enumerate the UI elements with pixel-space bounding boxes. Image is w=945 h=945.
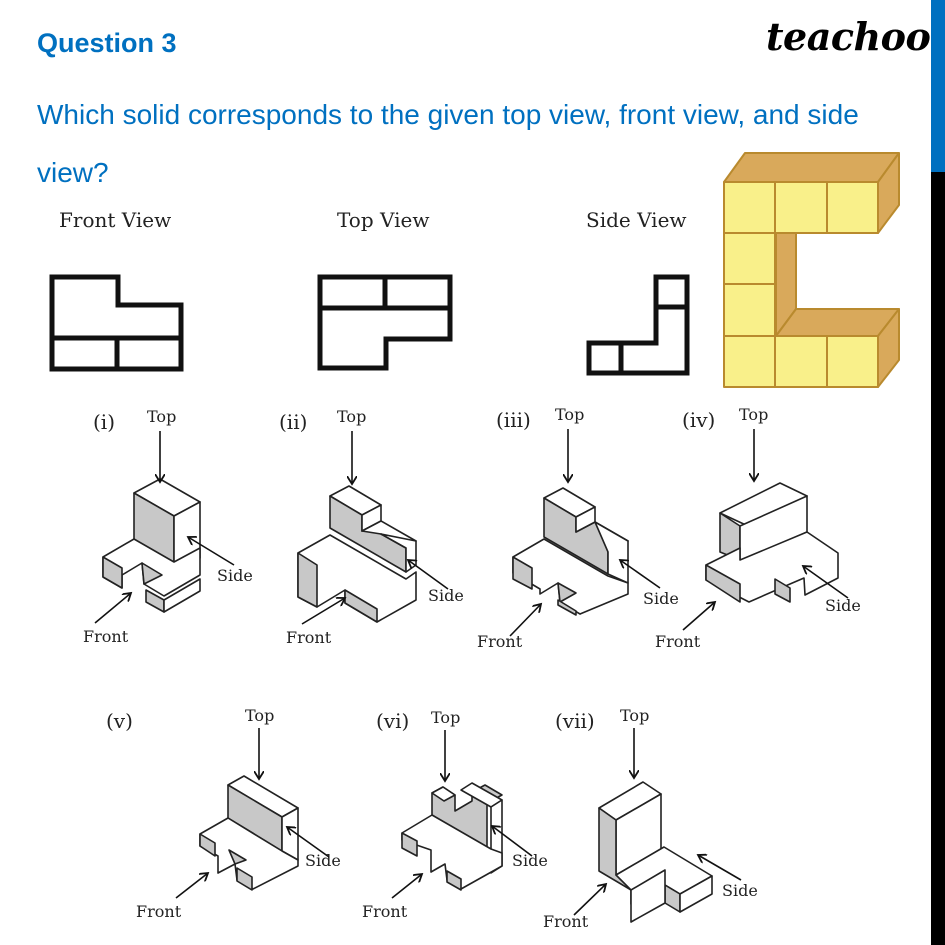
option-i-side-label: Side — [217, 566, 253, 585]
option-v-front-label: Front — [136, 902, 182, 921]
option-v-top-label: Top — [245, 706, 275, 725]
option-iii-label: (iii) — [496, 408, 531, 432]
teachoo-logo: teachoo — [766, 14, 931, 59]
option-ii-label: (ii) — [279, 410, 308, 434]
question-text: Which solid corresponds to the given top… — [37, 99, 859, 188]
option-v-label: (v) — [106, 709, 133, 733]
question-title: Question 3 — [37, 28, 177, 58]
option-ii-top-label: Top — [337, 407, 367, 426]
option-ii-solid — [297, 485, 417, 623]
option-i-top-label: Top — [147, 407, 177, 426]
option-i-label: (i) — [93, 410, 116, 434]
option-i-solid — [102, 478, 201, 613]
option-iv-side-label: Side — [825, 596, 861, 615]
option-v-solid — [199, 775, 299, 891]
option-vii-front-label: Front — [543, 912, 589, 931]
option-vii-solid — [598, 781, 713, 923]
side-view-label: Side View — [586, 208, 687, 232]
option-i-front-label: Front — [83, 627, 129, 646]
option-iv-front-label: Front — [655, 632, 701, 651]
option-v-side-label: Side — [305, 851, 341, 870]
option-ii-side-label: Side — [428, 586, 464, 605]
option-iii-solid — [512, 487, 629, 616]
front-view-label: Front View — [59, 208, 172, 232]
option-iii-top-label: Top — [555, 405, 585, 424]
accent-strip-blue — [931, 0, 945, 172]
option-iii-side-label: Side — [643, 589, 679, 608]
option-iv-label: (iv) — [682, 408, 716, 432]
option-ii-front-label: Front — [286, 628, 332, 647]
option-vi-label: (vi) — [376, 709, 410, 733]
option-vi-front-label: Front — [362, 902, 408, 921]
option-vii-top-label: Top — [620, 706, 650, 725]
top-view-label: Top View — [337, 208, 430, 232]
option-vii-side-label: Side — [722, 881, 758, 900]
option-vii-label: (vii) — [555, 709, 595, 733]
option-vi-solid — [401, 782, 503, 891]
option-iv-solid — [705, 482, 839, 603]
option-vi-side-label: Side — [512, 851, 548, 870]
option-iv-top-label: Top — [739, 405, 769, 424]
option-vi-top-label: Top — [431, 708, 461, 727]
accent-strip-black — [931, 172, 945, 945]
option-iii-front-label: Front — [477, 632, 523, 651]
